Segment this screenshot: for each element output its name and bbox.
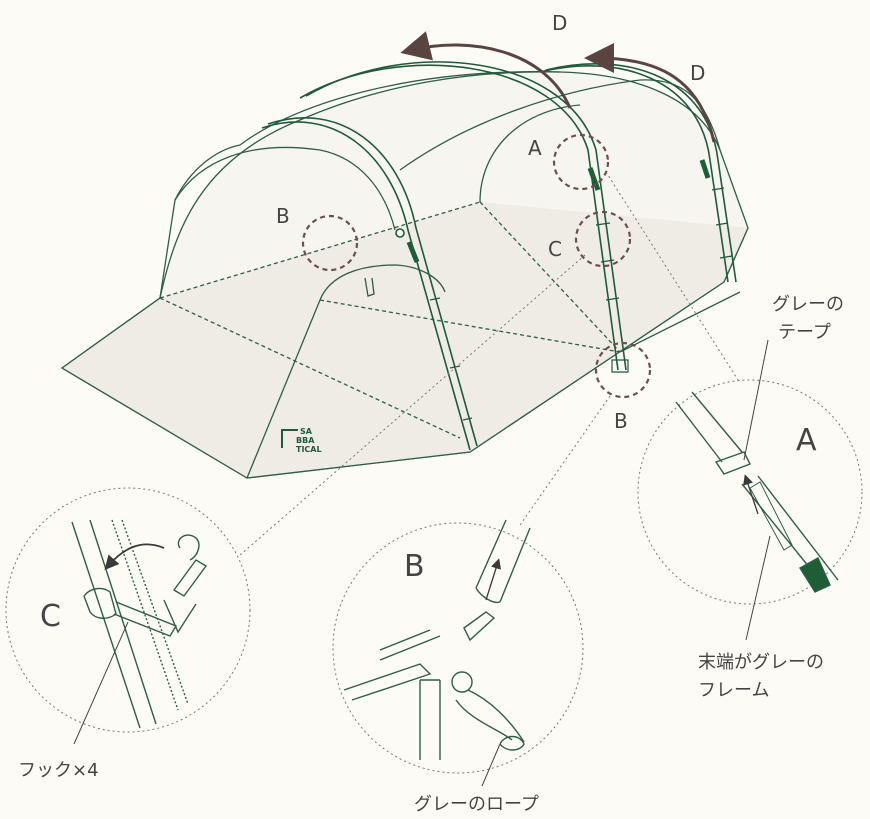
detail-b-circle (333, 523, 583, 773)
leader-tape (744, 340, 768, 460)
label-d-2: D (690, 61, 705, 85)
pull-arrow-icon (486, 562, 498, 600)
detail-b: B グレーのロープ (333, 520, 583, 815)
curved-arrow-icon (108, 544, 164, 566)
label-a-big: A (796, 423, 817, 458)
annotation-grey-tape-line1: グレーの (772, 294, 844, 315)
logo-line-3: TICAL (296, 445, 322, 454)
annotation-grey-tape-line2: テープ (778, 322, 831, 343)
leader-rope (482, 744, 500, 786)
annotation-hooks: フック×4 (18, 760, 99, 781)
logo-line-1: SA (300, 427, 313, 436)
logo-line-2: BBA (296, 436, 315, 445)
detail-c: C フック×4 (6, 488, 250, 781)
leader-hooks (74, 622, 128, 744)
label-c-big: C (40, 599, 61, 634)
annotation-grey-rope: グレーのロープ (414, 794, 539, 815)
label-b-small-bottom: B (614, 409, 628, 433)
detail-a: A グレーの テープ 末端がグレーの フレーム (638, 294, 862, 701)
label-b-small-left: B (276, 204, 290, 228)
tent (62, 72, 748, 478)
annotation-grey-frame-line2: フレーム (698, 680, 769, 701)
label-c-small: C (548, 237, 562, 261)
annotation-grey-frame-line1: 末端がグレーの (698, 652, 824, 673)
label-b-big: B (404, 549, 425, 584)
label-d-1: D (552, 11, 567, 35)
label-a-small: A (528, 136, 542, 160)
pull-arrow-icon (746, 478, 758, 514)
leader-frame (746, 536, 770, 640)
